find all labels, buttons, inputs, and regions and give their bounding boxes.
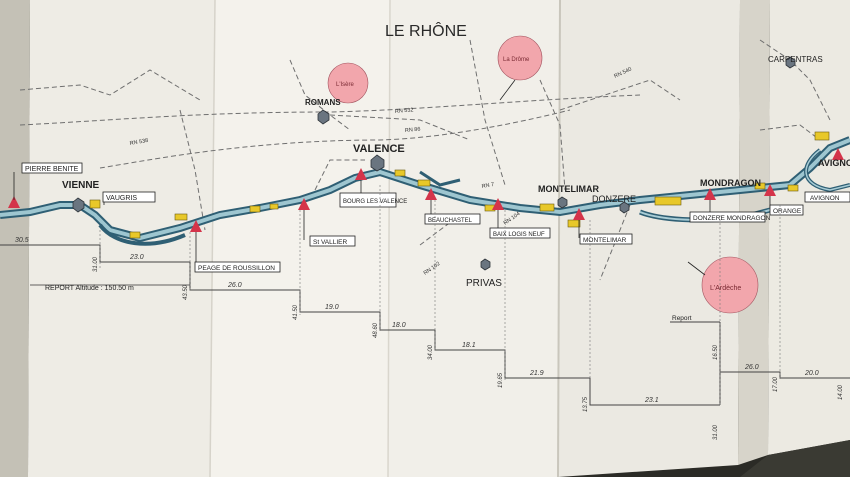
drop-value-0: 30.5 bbox=[15, 237, 29, 244]
city-donzere: DONZERE bbox=[592, 194, 636, 204]
road-label-rn7: RN 7 bbox=[481, 182, 494, 190]
dam-peage: PEAGE DE ROUSSILLON bbox=[198, 265, 275, 272]
city-valence: VALENCE bbox=[353, 143, 405, 155]
city-mondragon: MONDRAGON bbox=[700, 178, 761, 188]
report-short: Report bbox=[672, 315, 692, 322]
river-isere: L'Isère bbox=[336, 82, 354, 88]
drop-values: 30.5 23.0 26.0 19.0 18.0 18.1 21.9 23.1 … bbox=[15, 237, 819, 404]
elevation-value-7: 31.00 bbox=[713, 424, 719, 440]
dam-vaugris: VAUGRIS bbox=[106, 195, 137, 202]
city-carpentras: CARPENTRAS bbox=[768, 55, 823, 64]
city-vienne: VIENNE bbox=[62, 180, 100, 191]
drop-value-9: 20.0 bbox=[804, 370, 819, 377]
road-label-rn538: RN 538 bbox=[129, 138, 148, 147]
drop-value-6: 21.9 bbox=[529, 370, 544, 377]
elevation-value-0: 31.00 bbox=[93, 256, 99, 272]
road-label-rn86: RN 86 bbox=[405, 127, 421, 134]
dam-beauchastel: BEAUCHASTEL bbox=[428, 218, 473, 224]
table-shadow bbox=[740, 440, 850, 477]
city-montelimar: MONTELIMAR bbox=[538, 184, 599, 194]
river-ardeche: L'Ardèche bbox=[710, 285, 741, 292]
dam-orange: ORANGE bbox=[773, 208, 802, 215]
city-avignon: AVIGNO bbox=[818, 158, 850, 168]
dam-bourg: BOURG LES VALENCE bbox=[343, 199, 407, 205]
report-altitude: REPORT Altitude : 150.50 m bbox=[45, 285, 134, 292]
elevation-value-5: 19.65 bbox=[498, 372, 504, 388]
town-markers bbox=[72, 56, 796, 271]
drop-value-5: 18.1 bbox=[462, 342, 476, 349]
elevation-value-6: 13.75 bbox=[583, 396, 589, 412]
dam-montelimar: MONTELIMAR bbox=[583, 237, 627, 244]
road-label-rn532: RN 532 bbox=[395, 107, 414, 115]
drop-value-8: 26.0 bbox=[744, 364, 759, 371]
dam-markers bbox=[8, 148, 844, 232]
label-boxes bbox=[21, 162, 850, 273]
elevation-value-10: 14.00 bbox=[838, 384, 844, 400]
elevation-value-3: 48.60 bbox=[373, 322, 379, 338]
dam-pierre-benite: PIERRE BENITE bbox=[25, 166, 79, 173]
city-privas: PRIVAS bbox=[466, 278, 502, 289]
drop-value-1: 23.0 bbox=[129, 254, 144, 261]
elevation-value-9: 17.00 bbox=[773, 376, 779, 392]
drop-value-7: 23.1 bbox=[644, 397, 659, 404]
drop-value-2: 26.0 bbox=[227, 282, 242, 289]
elevation-value-4: 34.00 bbox=[428, 344, 434, 360]
drop-value-3: 19.0 bbox=[325, 304, 339, 311]
river-drome: La Drôme bbox=[503, 57, 530, 63]
elevation-values: 31.00 43.50 41.50 48.60 34.00 19.65 13.7… bbox=[93, 256, 844, 440]
dam-baix: BAIX LOGIS NEUF bbox=[493, 232, 545, 238]
elevation-value-1: 43.50 bbox=[183, 284, 189, 300]
plant-markers bbox=[89, 131, 830, 239]
river-circles bbox=[327, 35, 759, 314]
dam-donzere-mondragon: DONZERE MONDRAGON bbox=[693, 215, 771, 222]
map-title: LE RHÔNE bbox=[385, 21, 467, 40]
profile-guides bbox=[99, 185, 781, 405]
dam-st-vallier: St VALLIER bbox=[313, 239, 348, 246]
dam-avignon: AVIGNON bbox=[810, 195, 840, 202]
leader-lines bbox=[13, 172, 771, 268]
elevation-value-2: 41.50 bbox=[293, 304, 299, 320]
elevation-value-8: 16.50 bbox=[713, 344, 719, 360]
drop-value-4: 18.0 bbox=[392, 322, 406, 329]
city-romans: ROMANS bbox=[305, 98, 341, 107]
